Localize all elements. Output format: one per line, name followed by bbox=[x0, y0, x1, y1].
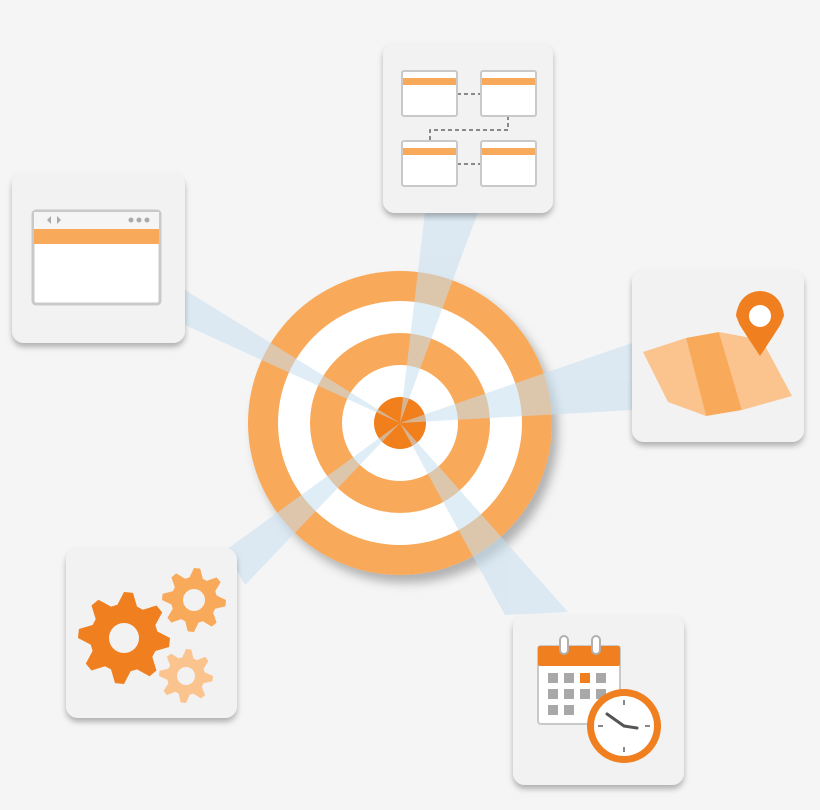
beam-map bbox=[400, 343, 632, 423]
calendar-day-cell bbox=[548, 689, 558, 699]
card-workflow[interactable] bbox=[383, 43, 553, 213]
calendar-day-cell bbox=[564, 689, 574, 699]
gears-icon bbox=[78, 568, 226, 703]
card-map[interactable] bbox=[632, 270, 804, 442]
calendar-day-cell bbox=[548, 673, 558, 683]
card-schedule[interactable] bbox=[513, 615, 684, 785]
calendar-day-cell bbox=[596, 689, 606, 699]
gear-medium-icon bbox=[162, 568, 226, 632]
gear-small-icon bbox=[159, 649, 213, 703]
card-browser[interactable] bbox=[12, 173, 185, 343]
calendar-day-cell bbox=[580, 689, 590, 699]
calendar-day-cell bbox=[580, 673, 590, 683]
calendar-day-cell bbox=[596, 673, 606, 683]
map-location-icon bbox=[643, 291, 792, 416]
beam-schedule bbox=[400, 423, 568, 615]
card-settings[interactable] bbox=[66, 548, 237, 718]
connector-beams bbox=[185, 212, 632, 615]
browser-window-icon bbox=[31, 209, 162, 306]
beam-browser bbox=[185, 290, 400, 423]
gear-large-icon bbox=[78, 592, 170, 684]
workflow-windows-icon bbox=[401, 70, 537, 187]
beam-workflow bbox=[400, 212, 478, 423]
calendar-day-cell bbox=[564, 673, 574, 683]
calendar-day-cell bbox=[564, 705, 574, 715]
calendar-clock-icon bbox=[537, 635, 661, 763]
calendar-day-cell bbox=[548, 705, 558, 715]
beam-settings bbox=[226, 423, 400, 585]
